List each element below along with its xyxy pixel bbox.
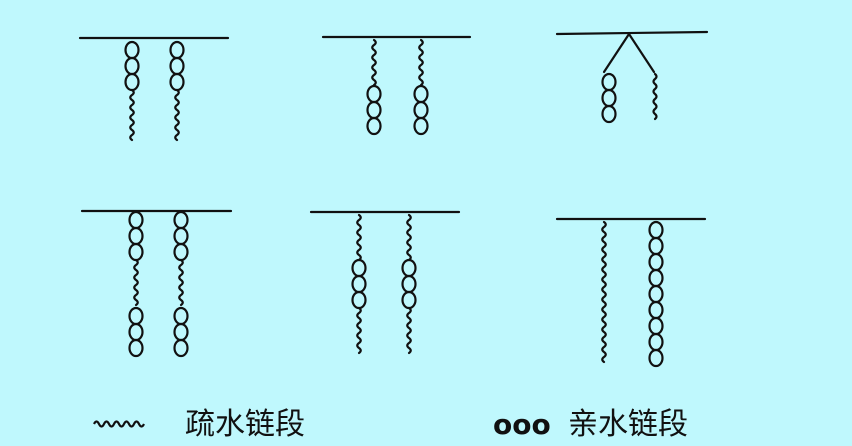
graft-branch bbox=[602, 32, 631, 74]
hydrophobic-segment bbox=[371, 38, 377, 87]
hydrophobic-wave-icon bbox=[93, 420, 145, 428]
hydrophilic-bead bbox=[128, 306, 144, 326]
hydrophilic-bead bbox=[648, 300, 664, 320]
hydrophilic-bead bbox=[648, 268, 664, 288]
hydrophilic-bead bbox=[169, 56, 185, 76]
hydrophilic-symbol: ooo bbox=[493, 408, 551, 441]
hydrophilic-bead bbox=[173, 242, 189, 262]
hydrophobic-segment bbox=[406, 306, 412, 355]
hydrophilic-bead bbox=[401, 290, 417, 310]
hydrophilic-bead bbox=[351, 258, 367, 278]
hydrophilic-bead bbox=[351, 290, 367, 310]
hydrophilic-bead bbox=[124, 40, 140, 60]
interface-line bbox=[555, 30, 709, 36]
hydrophilic-bead bbox=[128, 210, 144, 230]
hydrophobic-segment bbox=[601, 220, 607, 364]
hydrophilic-bead bbox=[601, 72, 617, 92]
hydrophobic-segment bbox=[418, 38, 424, 87]
hydrophilic-bead bbox=[601, 104, 617, 124]
hydrophilic-bead bbox=[128, 226, 144, 246]
hydrophilic-bead bbox=[648, 236, 664, 256]
hydrophilic-bead bbox=[124, 56, 140, 76]
hydrophilic-bead bbox=[401, 258, 417, 278]
hydrophobic-segment bbox=[133, 258, 139, 307]
hydrophilic-bead bbox=[413, 116, 429, 136]
hydrophobic-segment bbox=[356, 213, 362, 262]
hydrophilic-bead bbox=[173, 322, 189, 342]
hydrophilic-bead bbox=[401, 274, 417, 294]
hydrophobic-segment bbox=[356, 306, 362, 355]
hydrophilic-bead bbox=[173, 306, 189, 326]
hydrophilic-bead bbox=[601, 88, 617, 108]
hydrophilic-bead bbox=[128, 338, 144, 358]
hydrophilic-bead bbox=[128, 322, 144, 342]
hydrophilic-label: 亲水链段 bbox=[568, 407, 688, 442]
hydrophilic-bead bbox=[366, 100, 382, 120]
hydrophilic-bead bbox=[124, 72, 140, 92]
hydrophilic-bead bbox=[366, 84, 382, 104]
hydrophilic-bead bbox=[648, 220, 664, 240]
hydrophobic-segment bbox=[652, 72, 658, 121]
hydrophobic-segment bbox=[129, 88, 135, 142]
hydrophilic-bead bbox=[648, 284, 664, 304]
legend: 疏水链段 ooo 亲水链段 bbox=[93, 407, 688, 442]
hydrophilic-bead bbox=[648, 348, 664, 368]
hydrophilic-bead bbox=[128, 242, 144, 262]
hydrophilic-bead bbox=[173, 210, 189, 230]
graft-branch bbox=[627, 32, 656, 74]
hydrophilic-bead bbox=[173, 226, 189, 246]
hydrophilic-bead bbox=[413, 100, 429, 120]
hydrophilic-bead bbox=[648, 316, 664, 336]
hydrophilic-bead bbox=[366, 116, 382, 136]
hydrophilic-bead bbox=[413, 84, 429, 104]
hydrophilic-bead bbox=[169, 72, 185, 92]
hydrophilic-bead bbox=[173, 338, 189, 358]
hydrophilic-bead bbox=[648, 252, 664, 272]
hydrophilic-bead bbox=[648, 332, 664, 352]
hydrophobic-segment bbox=[178, 258, 184, 307]
hydrophobic-label: 疏水链段 bbox=[185, 407, 305, 442]
hydrophobic-segment bbox=[406, 213, 412, 262]
hydrophilic-bead bbox=[169, 40, 185, 60]
hydrophilic-bead bbox=[351, 274, 367, 294]
hydrophobic-segment bbox=[174, 88, 180, 142]
